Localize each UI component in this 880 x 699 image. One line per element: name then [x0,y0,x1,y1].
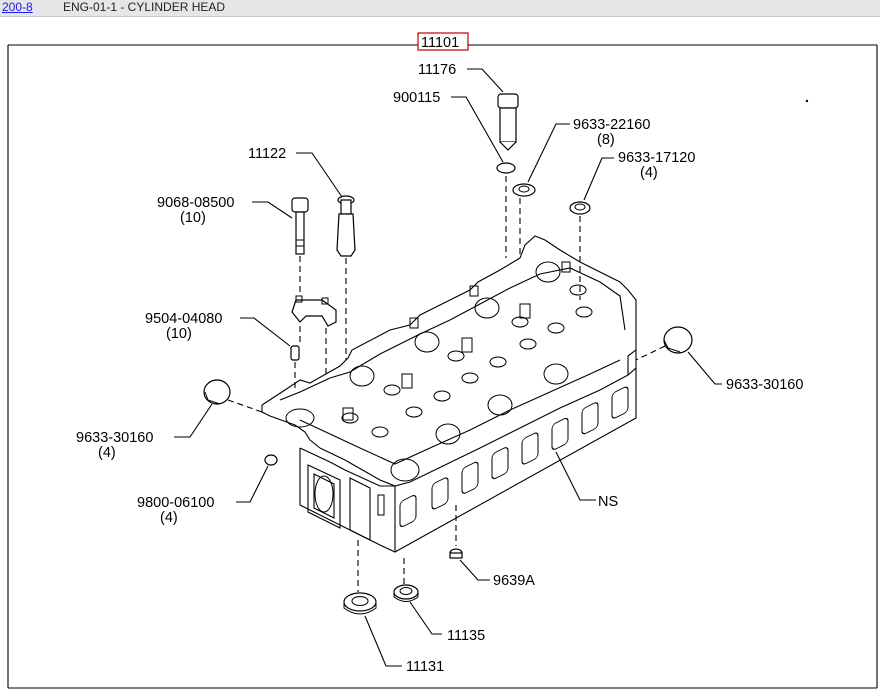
callout-9639A[interactable]: 9639A [493,573,535,589]
qty-10-b: (10) [166,326,192,342]
cylinder-head-drawing [261,235,637,553]
callout-11131[interactable]: 11131 [406,659,444,675]
part-9800-06100[interactable] [264,454,278,466]
callout-9800-06100[interactable]: 9800-06100 [137,495,214,511]
qty-8: (8) [597,132,615,148]
part-9068-08500[interactable] [291,197,309,255]
part-bearing-cap [291,295,337,327]
qty-4-c: (4) [160,510,178,526]
callout-9633-17120[interactable]: 9633-17120 [618,150,695,166]
diagram-frame [7,44,878,689]
qty-4-a: (4) [640,165,658,181]
callout-9633-30160-right[interactable]: 9633-30160 [726,377,803,393]
part-9639A[interactable] [449,548,463,559]
part-9633-30160-left[interactable] [203,379,231,405]
part-9633-30160-right[interactable] [663,326,693,354]
callout-900115[interactable]: 900115 [393,90,440,106]
stray-mark [805,99,809,103]
part-9504-04080[interactable] [290,345,300,361]
part-9633-17120[interactable] [569,201,591,215]
part-11135[interactable] [393,584,419,602]
assembly-callout[interactable]: 11101 [421,35,459,51]
bosses [342,261,571,421]
part-11131[interactable] [343,592,377,615]
part-11122[interactable] [336,195,356,257]
callout-11176[interactable]: 11176 [418,62,456,78]
part-11176[interactable] [497,93,519,151]
qty-10-a: (10) [180,210,206,226]
page-title: ENG-01-1 - CYLINDER HEAD [63,0,226,14]
part-900115[interactable] [496,162,516,174]
callout-NS[interactable]: NS [598,494,618,510]
callout-11122[interactable]: 11122 [248,146,286,162]
assembly-callout-box[interactable] [417,32,469,51]
callout-9504-04080[interactable]: 9504-04080 [145,311,222,327]
valve-seats [341,284,593,438]
page-header: 200-8 ENG-01-1 - CYLINDER HEAD [0,0,880,17]
callout-9633-22160[interactable]: 9633-22160 [573,117,650,133]
qty-4-b: (4) [98,445,116,461]
callout-9068-08500[interactable]: 9068-08500 [157,195,234,211]
back-link[interactable]: 200-8 [2,0,33,14]
port-row [399,386,629,527]
part-9633-22160[interactable] [512,183,536,197]
cam-saddles [285,261,569,482]
parts-diagram: 11101 [7,32,878,689]
callout-11135[interactable]: 11135 [447,628,485,644]
callout-9633-30160-left[interactable]: 9633-30160 [76,430,153,446]
